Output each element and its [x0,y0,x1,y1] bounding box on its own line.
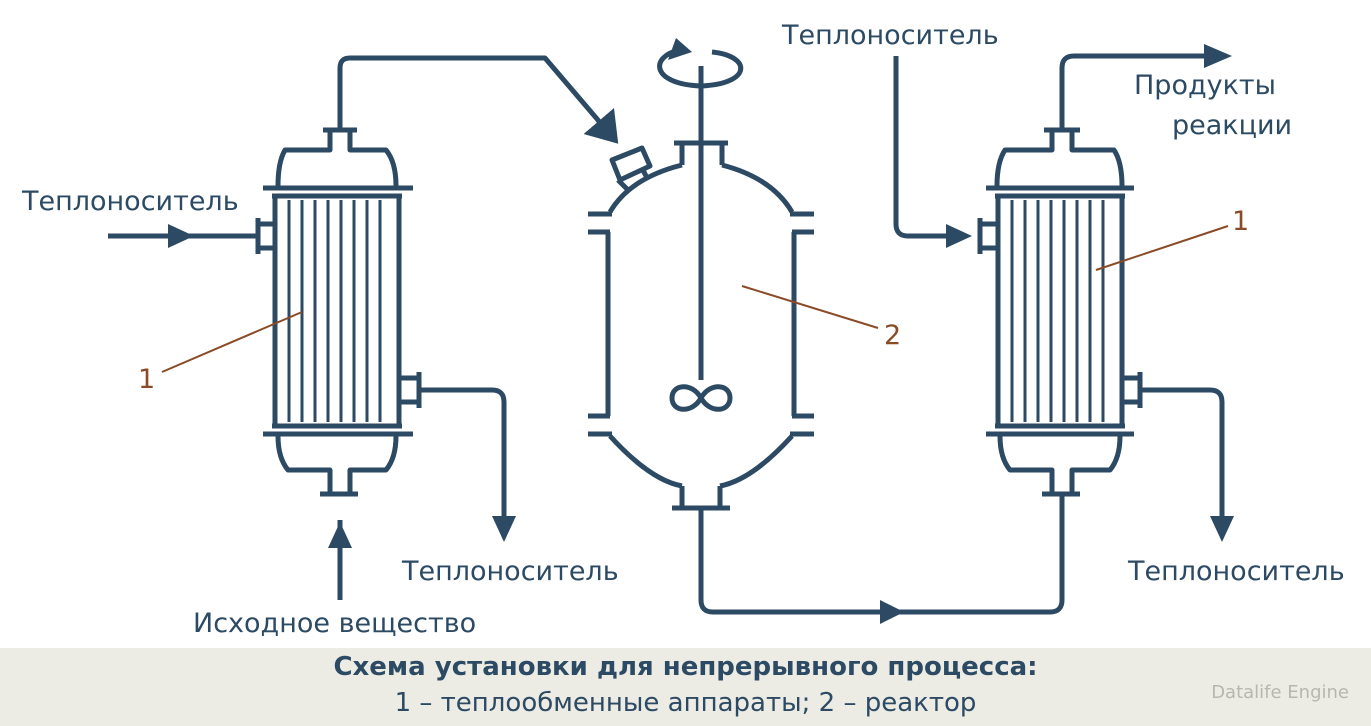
coolant-out-right-pipe [1142,387,1225,520]
arrow-down-icon [492,516,516,542]
reactor [588,140,814,511]
arrow-up-icon [328,522,352,548]
products-label-line1: Продукты [1134,70,1276,101]
products-pipe [1059,53,1208,128]
coolant-in-right-label: Теплоноситель [781,20,999,51]
heat-exchanger-right [977,127,1143,497]
coolant-in-right-pipe [893,56,950,239]
rotation-arrow-icon [657,47,744,89]
number-hx-right: 1 [1232,206,1249,237]
heat-exchanger-left [255,127,422,497]
pipe-hx-to-reactor [337,55,619,144]
tube-bundle-left [287,200,382,422]
arrow-right-icon [1204,44,1232,68]
tube-bundle-right [1010,200,1105,422]
arrow-right-icon [946,224,972,248]
pipe-reactor-to-hx [698,496,1065,615]
leader-lines [161,225,1229,373]
arrow-right-icon [168,224,194,248]
feed-label: Исходное вещество [193,608,476,639]
caption-title: Схема установки для непрерывного процесс… [333,652,1038,682]
pipelines [108,44,1234,624]
coolant-out-left-label: Теплоноситель [401,556,619,587]
number-hx-left: 1 [138,364,155,395]
caption-bar: Схема установки для непрерывного процесс… [0,648,1371,726]
arrow-down-icon [1210,516,1234,542]
agitator [657,38,744,412]
coolant-out-right-label: Теплоноситель [1127,556,1345,587]
number-reactor: 2 [884,320,901,351]
caption-legend: 1 – теплообменные аппараты; 2 – реактор [394,688,977,718]
coolant-out-left-pipe [421,387,507,520]
products-label-line2: реакции [1172,110,1292,141]
coolant-in-left-label: Теплоноситель [21,186,239,217]
flow-arrow-icon [880,600,904,624]
process-diagram: Теплоноситель Теплоноситель Продукты реа… [21,20,1345,639]
watermark: Datalife Engine [1211,682,1349,703]
